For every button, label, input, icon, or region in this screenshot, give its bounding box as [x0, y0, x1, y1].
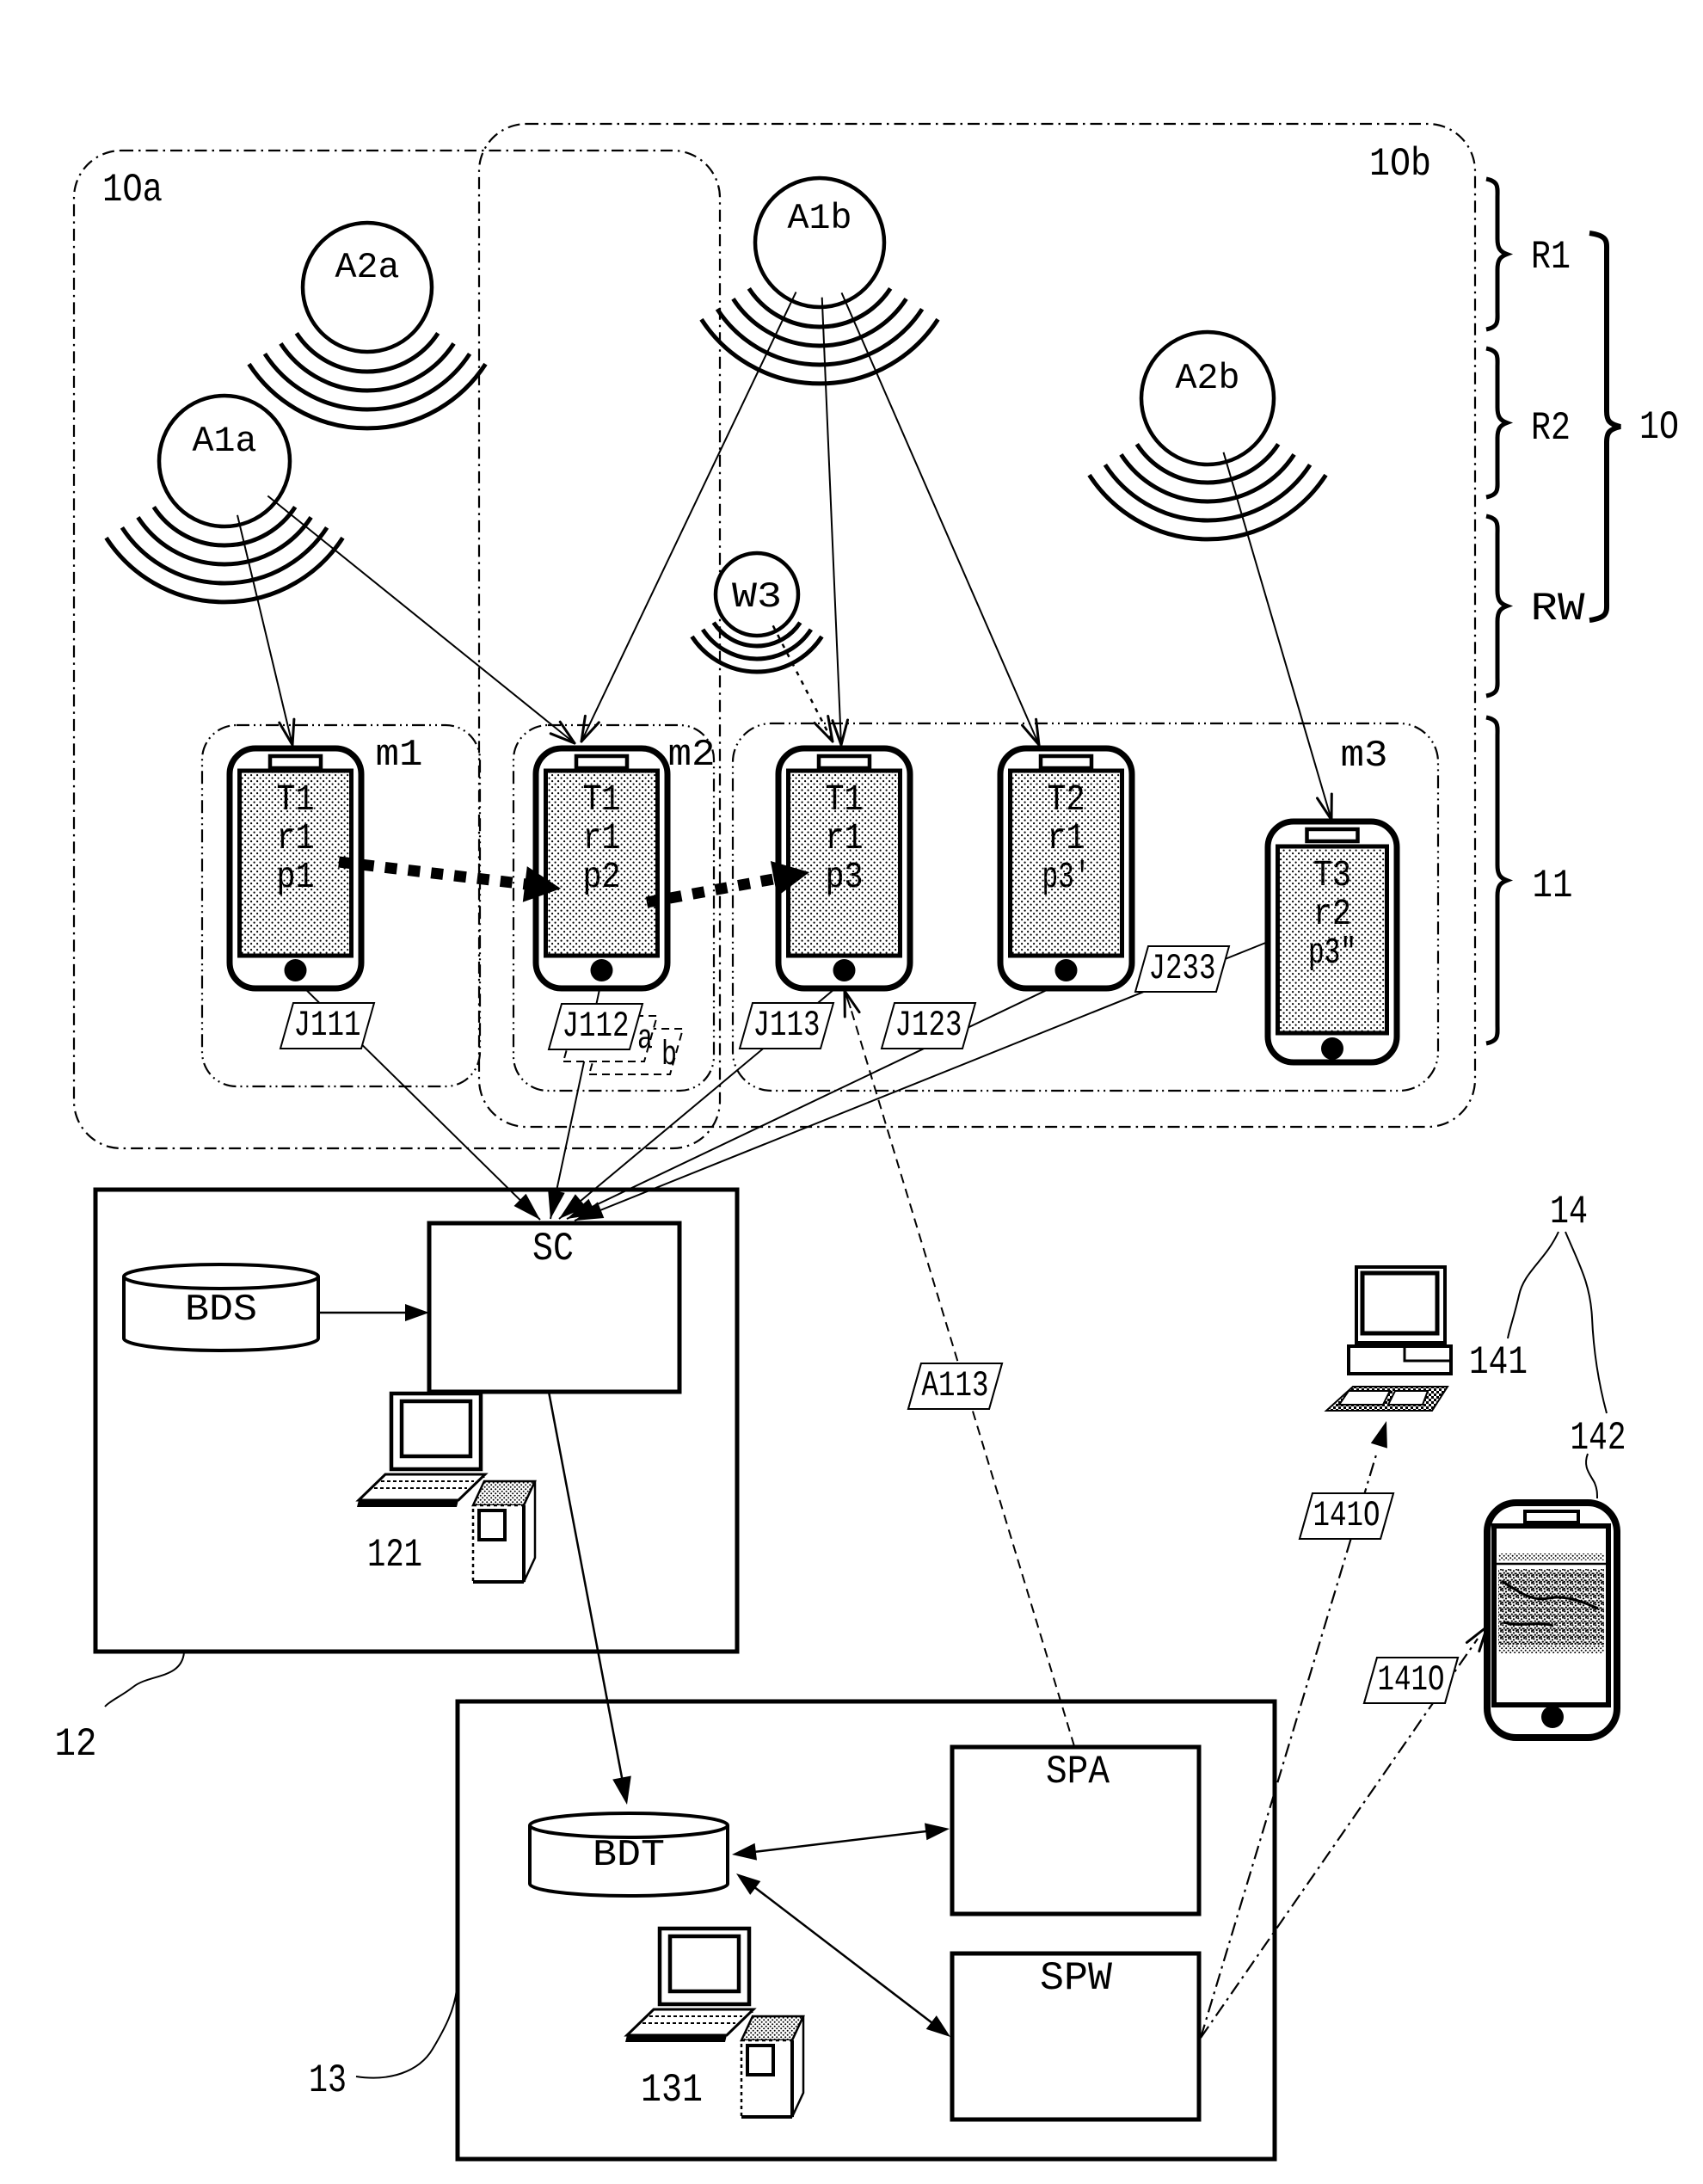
svg-text:RW: RW: [1531, 587, 1585, 631]
svg-text:T1: T1: [277, 778, 315, 821]
svg-text:p3': p3': [1042, 856, 1091, 898]
svg-text:T3: T3: [1313, 854, 1351, 896]
svg-text:SC: SC: [532, 1227, 574, 1271]
svg-text:BDT: BDT: [593, 1834, 665, 1877]
svg-text:A1b: A1b: [788, 198, 852, 239]
svg-text:T2: T2: [1048, 778, 1085, 821]
svg-text:T1: T1: [826, 778, 864, 821]
svg-text:R1: R1: [1531, 235, 1571, 280]
svg-text:A113: A113: [922, 1365, 989, 1406]
svg-text:A2b: A2b: [1176, 358, 1240, 399]
svg-text:142: 142: [1571, 1416, 1626, 1461]
svg-text:141: 141: [1469, 1340, 1528, 1385]
svg-text:m2: m2: [668, 734, 716, 777]
svg-text:r1: r1: [826, 817, 864, 859]
svg-text:a: a: [637, 1020, 653, 1059]
svg-text:131: 131: [641, 2068, 703, 2113]
svg-text:J113: J113: [753, 1005, 821, 1046]
svg-text:p2: p2: [583, 856, 621, 898]
svg-text:BDS: BDS: [185, 1289, 257, 1332]
svg-text:11: 11: [1533, 864, 1573, 908]
svg-text:141O: 141O: [1378, 1659, 1445, 1701]
svg-text:J111: J111: [294, 1005, 361, 1046]
svg-text:J123: J123: [895, 1005, 962, 1046]
svg-text:141O: 141O: [1313, 1495, 1380, 1536]
svg-text:p1: p1: [277, 856, 315, 898]
svg-text:14: 14: [1550, 1190, 1588, 1234]
svg-text:SPA: SPA: [1046, 1750, 1110, 1794]
svg-text:p3: p3: [826, 856, 864, 898]
svg-text:1Ob: 1Ob: [1369, 142, 1431, 187]
svg-text:R2: R2: [1531, 406, 1571, 451]
svg-text:p3″: p3″: [1308, 932, 1356, 974]
svg-text:J112: J112: [563, 1006, 630, 1047]
svg-text:J233: J233: [1149, 948, 1216, 989]
svg-text:m3: m3: [1341, 735, 1388, 778]
svg-text:13: 13: [309, 2058, 347, 2103]
svg-text:1O: 1O: [1639, 405, 1679, 450]
svg-text:SPW: SPW: [1040, 1956, 1112, 2001]
svg-text:1Oa: 1Oa: [102, 168, 163, 212]
svg-text:r1: r1: [1048, 817, 1085, 859]
svg-text:r1: r1: [277, 817, 315, 859]
svg-text:A2a: A2a: [335, 247, 400, 288]
svg-text:r2: r2: [1313, 893, 1351, 935]
svg-text:b: b: [661, 1037, 677, 1075]
svg-text:r1: r1: [583, 817, 621, 859]
svg-text:T1: T1: [583, 778, 621, 821]
svg-text:A1a: A1a: [193, 421, 257, 462]
svg-text:121: 121: [367, 1533, 422, 1578]
svg-text:12: 12: [55, 1722, 97, 1767]
svg-text:m1: m1: [376, 734, 423, 777]
svg-text:W3: W3: [732, 576, 782, 618]
